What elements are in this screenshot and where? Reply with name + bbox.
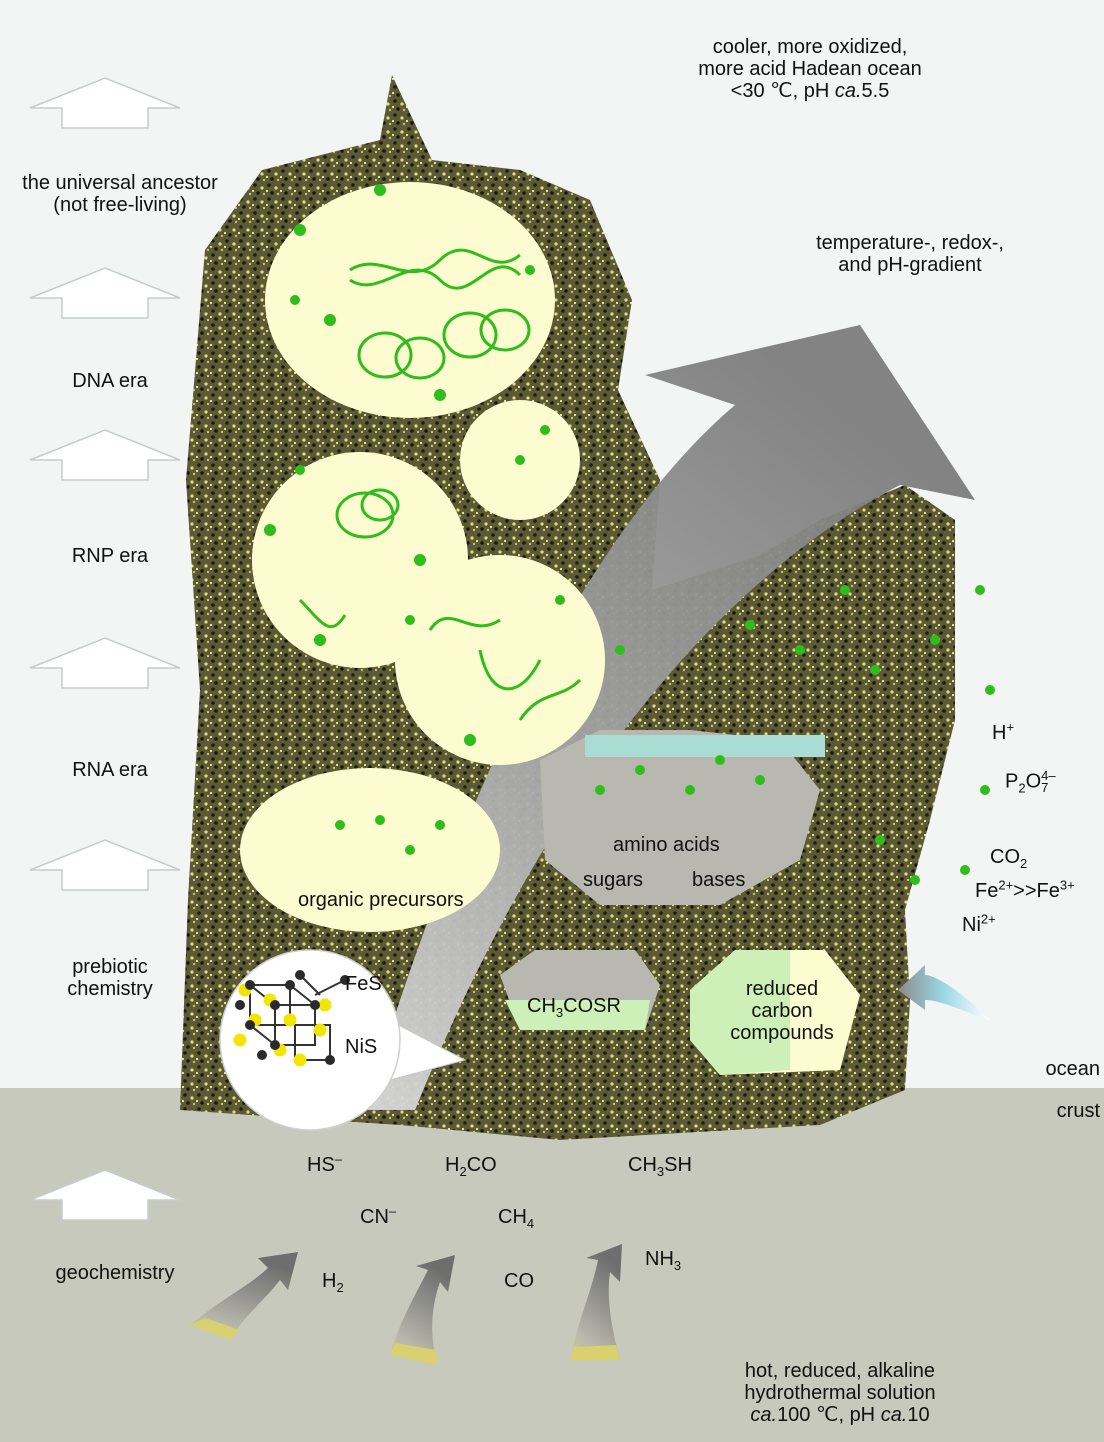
stage-label-prebiotic: prebiotic chemistry [67, 956, 153, 1000]
nh3-label: NH3 [645, 1248, 682, 1273]
iron-label: Fe2+>>Fe3+ [975, 877, 1075, 902]
co2-label: CO2 [990, 846, 1028, 871]
arrow-up-icon [29, 429, 181, 481]
reduced-compartment-shade [690, 950, 790, 1075]
stage-label-ancestor: the universal ancestor (not free-living) [22, 172, 218, 216]
cn-label: CN– [360, 1203, 397, 1228]
bottom-caption: hot, reduced, alkaline hydrothermal solu… [690, 1360, 990, 1426]
h2co-label: H2CO [445, 1154, 497, 1179]
bottom-caption-line3: ca.100 ℃, pH ca.10 [750, 1404, 930, 1426]
crust-background [0, 1088, 1104, 1442]
dna-helix [349, 248, 521, 273]
stage-label-rna: RNA era [72, 759, 148, 781]
vent-arrow [570, 1244, 622, 1360]
biomolecules [298, 248, 582, 721]
vent-arrow [390, 1255, 455, 1365]
amino-acids-label: amino acids [613, 834, 720, 856]
hs-label: HS– [307, 1151, 343, 1176]
precursor-compartment [240, 768, 500, 932]
stage-label-dna: DNA era [72, 370, 148, 392]
arrow-up-icon [29, 839, 181, 891]
aqua-band [585, 735, 825, 757]
proton-label: H+ [992, 719, 1015, 744]
crust-label: crust [1056, 1100, 1100, 1122]
nis-label: NiS [345, 1036, 378, 1058]
gradient-caption: temperature-, redox-, and pH-gradient [790, 232, 1030, 276]
mineral-bubble [219, 949, 467, 1131]
ch3sh-label: CH3SH [628, 1154, 692, 1179]
gradient-arrow [365, 325, 975, 1110]
bases-label: bases [692, 869, 746, 891]
nucleotide-dots [264, 184, 995, 885]
nickel-label: Ni2+ [962, 911, 996, 936]
top-caption-line1: cooler, more oxidized, [712, 36, 908, 58]
ancestor-compartment [265, 182, 555, 418]
top-caption: cooler, more oxidized, more acid Hadean … [660, 36, 960, 102]
bottom-caption-line1: hot, reduced, alkaline [744, 1360, 936, 1382]
bottom-caption-line2: hydrothermal solution [744, 1382, 936, 1404]
co-label: CO [504, 1270, 534, 1292]
vent-arrow [190, 1252, 298, 1340]
thioester-label: CH3COSR [527, 995, 621, 1020]
thioester-fill [505, 1000, 650, 1030]
arrow-up-icon [29, 77, 181, 129]
top-caption-line2: more acid Hadean ocean [698, 58, 922, 80]
arrow-up-icon [29, 267, 181, 319]
gradient-caption-line2: and pH-gradient [838, 254, 982, 276]
arrow-up-icon [29, 637, 181, 689]
fes-label: FeS [345, 973, 382, 995]
dna-helix [349, 265, 522, 290]
top-caption-line3: <30 ℃, pH ca.5.5 [730, 80, 890, 102]
ch4-label: CH4 [498, 1206, 535, 1231]
arrow-up-icon [29, 1169, 181, 1221]
sulfur-atoms [233, 983, 332, 1067]
side-inflow-arrow [898, 965, 990, 1020]
sugars-label: sugars [583, 869, 644, 891]
compartments [240, 182, 860, 1075]
gradient-caption-line1: temperature-, redox-, [816, 232, 1004, 254]
stage-arrows [29, 77, 181, 1221]
h2-label: H2 [322, 1270, 344, 1295]
vent-arrows [190, 1244, 622, 1365]
ocean-label: ocean [1045, 1058, 1101, 1080]
stage-label-rnp: RNP era [71, 545, 149, 567]
stage-label-geochemistry: geochemistry [55, 1262, 175, 1284]
fes-nis-cluster-icon [249, 974, 346, 1061]
rna-compartment [395, 555, 605, 765]
metal-atoms [235, 970, 350, 1065]
organic-precursors-label: organic precursors [298, 889, 464, 911]
reduced-carbon-label: reduced carbon compounds [730, 978, 834, 1044]
amino-acid-compartment [540, 730, 820, 905]
